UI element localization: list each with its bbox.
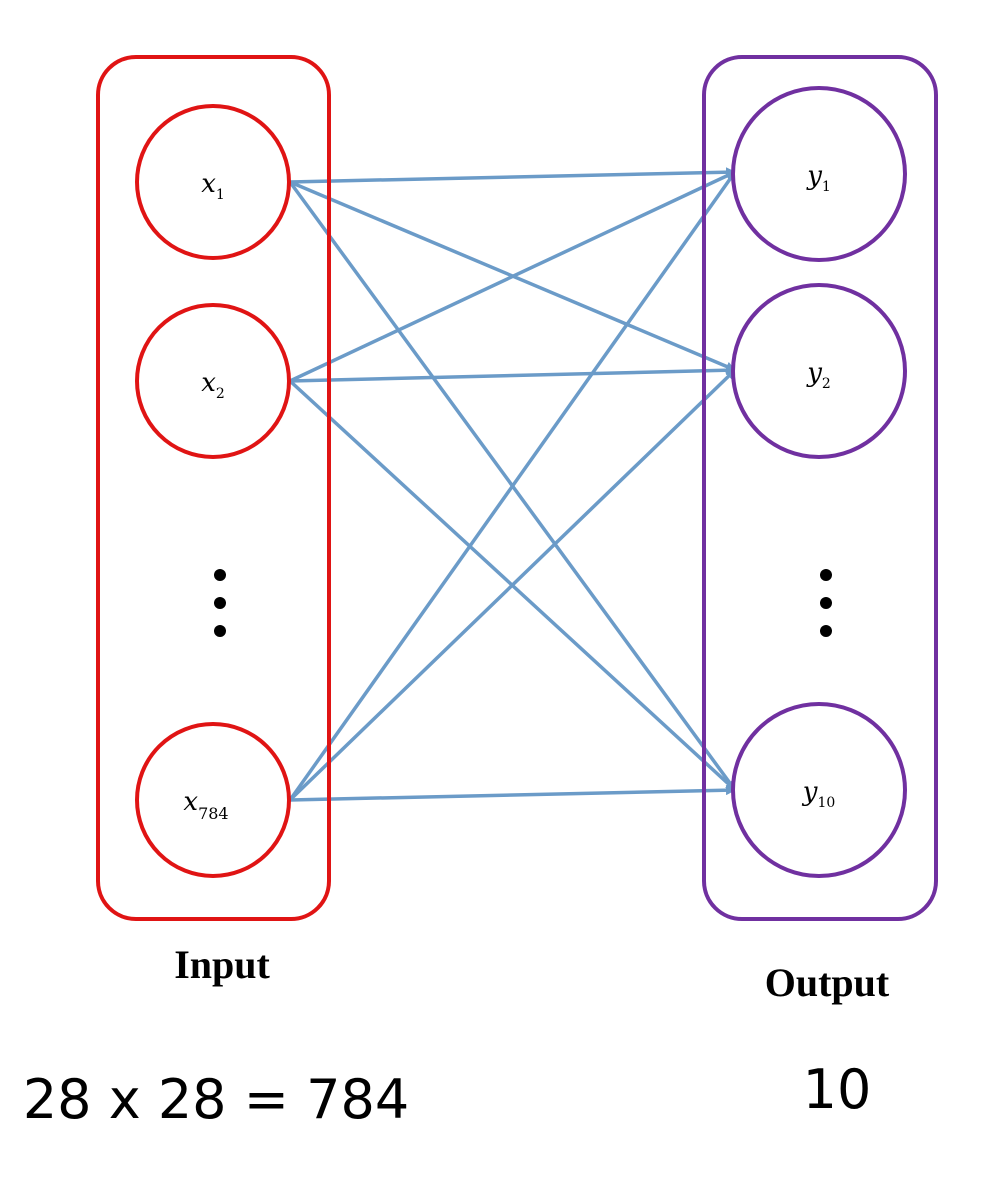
node-subscript: 784: [198, 804, 229, 823]
node-variable: x: [201, 169, 216, 199]
input-layer-box: [96, 55, 331, 921]
node-variable: y: [806, 161, 822, 191]
output-node-y10: y10: [731, 702, 907, 878]
svg-text:y10: y10: [802, 777, 836, 811]
svg-text:x784: x784: [183, 787, 228, 823]
input-node-x2: x2: [135, 303, 291, 459]
output-node-y1: y1: [731, 86, 907, 262]
node-subscript: 2: [216, 386, 225, 402]
svg-text:y1: y1: [806, 161, 831, 195]
node-subscript: 10: [817, 795, 835, 811]
svg-text:x1: x1: [201, 169, 225, 203]
input-node-x1: x1: [135, 104, 291, 260]
node-subscript: 1: [822, 179, 831, 195]
connection-x784-y2: [288, 368, 737, 802]
output-layer-label: Output: [765, 960, 890, 1005]
connection-x784-y1: [288, 170, 737, 802]
output-layer-box: [702, 55, 938, 921]
connection-x2-y1: [289, 170, 736, 383]
connection-x2-y2: [289, 365, 736, 383]
svg-text:x2: x2: [201, 368, 225, 402]
input-size-text: 28 x 28 = 784: [23, 1068, 409, 1131]
node-variable: y: [802, 777, 818, 807]
connections-group: [288, 167, 737, 802]
input-layer-label: Input: [174, 942, 270, 987]
connection-x784-y10: [289, 785, 736, 802]
node-variable: y: [806, 358, 822, 388]
connection-x1-y1: [289, 167, 736, 184]
node-variable: x: [201, 368, 216, 398]
input-ellipsis: [214, 569, 226, 637]
node-subscript: 1: [216, 187, 225, 203]
node-variable: x: [183, 787, 198, 817]
output-ellipsis: [820, 569, 832, 637]
svg-text:y2: y2: [806, 358, 831, 392]
output-node-y2: y2: [731, 283, 907, 459]
input-node-x784: x784: [135, 722, 291, 878]
output-size-text: 10: [803, 1058, 872, 1121]
node-subscript: 2: [822, 376, 831, 392]
